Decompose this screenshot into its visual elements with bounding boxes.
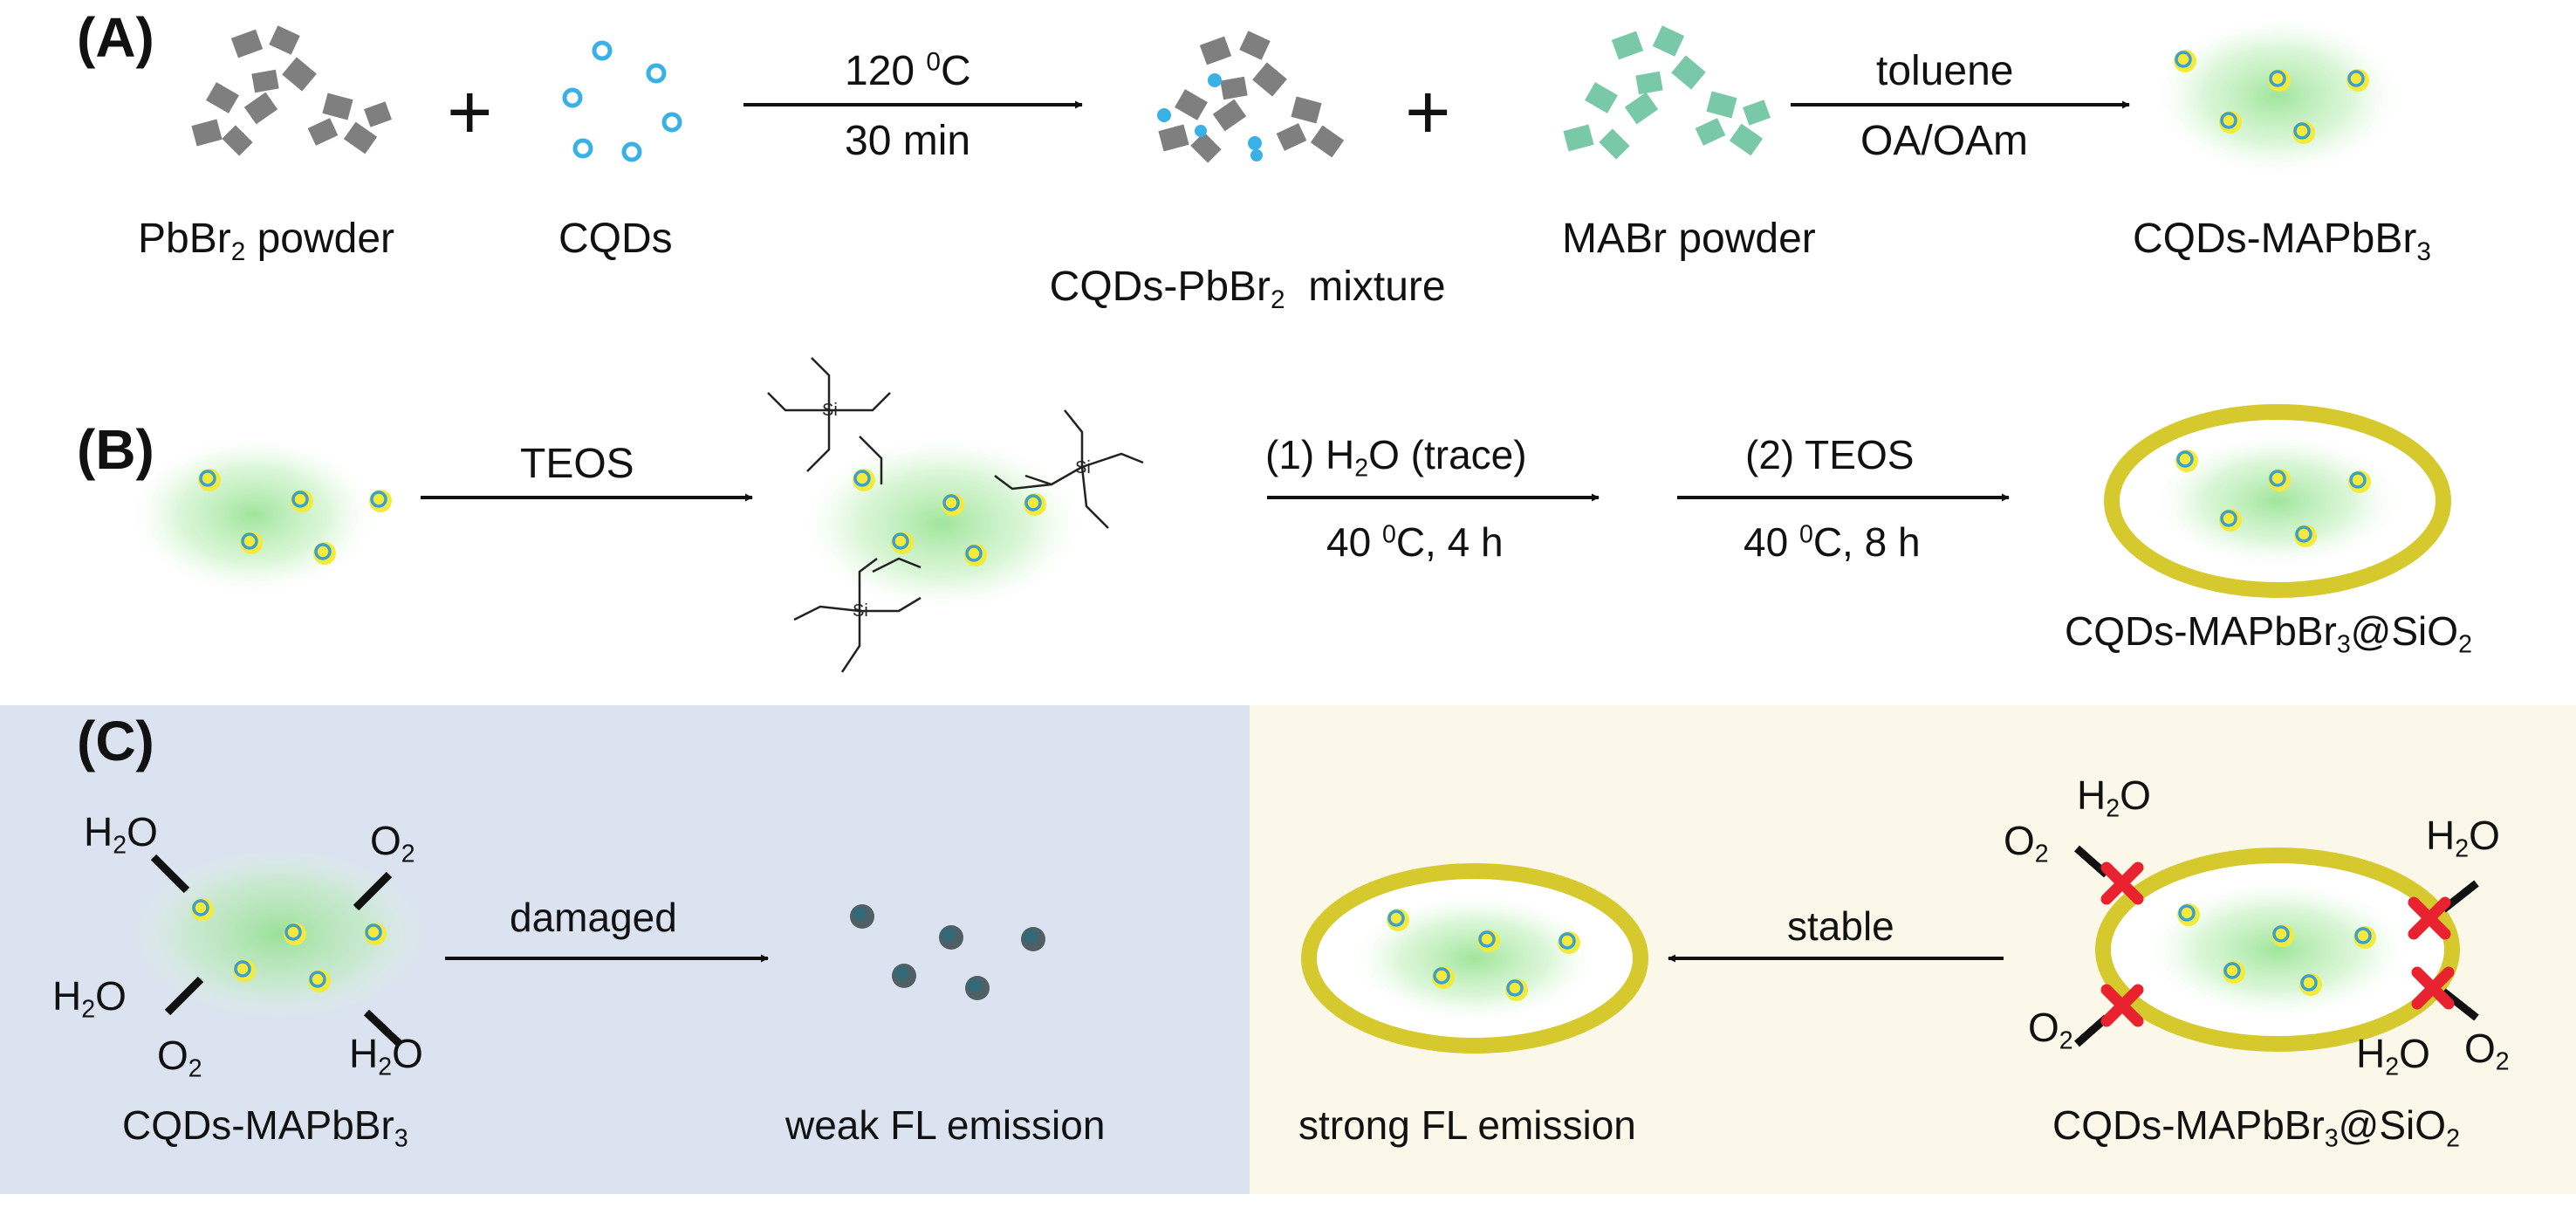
panel-label-b: (B) — [77, 418, 154, 481]
label-weak-fl-emission: weak FL emission — [785, 1102, 1106, 1148]
degraded-dots-icon — [850, 904, 1045, 1000]
label-strong-fl-emission: strong FL emission — [1298, 1102, 1636, 1148]
stable-encapsulated-icon — [1301, 863, 1648, 1054]
o2-label-bottom-left: O2 — [157, 1033, 202, 1083]
label-mabr-powder: MABr powder — [1562, 216, 1816, 262]
arrow-a2-top-label: toluene — [1876, 48, 2014, 94]
label-cqds-pbbr2-mixture: CQDs-PbBr2 mixture — [1049, 264, 1446, 314]
panel-label-c: (C) — [77, 710, 154, 772]
label-pbbr2-powder: PbBr2 powder — [138, 216, 395, 266]
protected-perovskite-icon — [2095, 848, 2460, 1052]
svg-text:Si: Si — [853, 601, 868, 621]
o2-label-right-top: O2 — [2004, 818, 2049, 868]
h2o-label-right-bottom: H2O — [2356, 1031, 2430, 1081]
o2-label-right-bottom: O2 — [2028, 1005, 2073, 1055]
arrow-b2-bottom-label: 40 0C, 4 h — [1326, 519, 1504, 565]
unprotected-perovskite-icon — [131, 847, 428, 1021]
arrow-b3-top-label: (2) TEOS — [1745, 432, 1915, 477]
cqds-icon — [565, 43, 680, 160]
h2o-label-far-right: H2O — [2426, 813, 2500, 863]
arrow-c1-label: damaged — [510, 895, 677, 940]
arrow-a1-top-label: 120 0C — [845, 47, 971, 94]
o2-label-far-right-bottom: O2 — [2464, 1026, 2510, 1076]
h2o-label-right-top: H2O — [2077, 772, 2151, 823]
plus-sign: + — [447, 69, 493, 156]
arrow-a1-bottom-label: 30 min — [845, 118, 971, 164]
label-cqds-mapbbr3: CQDs-MAPbBr3 — [2133, 216, 2431, 266]
h2o-label-left: H2O — [52, 973, 127, 1024]
panel-label-a: (A) — [77, 6, 154, 69]
cqds-mapbbr3-icon — [2155, 17, 2400, 175]
arrow-b3-bottom-label: 40 0C, 8 h — [1744, 519, 1921, 565]
o2-label-top-right: O2 — [370, 818, 415, 868]
plus-sign-2: + — [1405, 69, 1451, 156]
mabr-powder-icon — [1563, 25, 1771, 160]
arrow-b2-top-label: (1) H2O (trace) — [1265, 432, 1527, 483]
h2o-label-top-left: H2O — [84, 809, 158, 860]
cqds-mapbbr3-start-icon — [131, 436, 394, 594]
cqds-pbbr2-mixture-icon — [1157, 31, 1345, 163]
label-cqds-mapbbr3-unprotected: CQDs-MAPbBr3 — [122, 1102, 408, 1153]
svg-text:Si: Si — [1075, 458, 1091, 477]
label-cqds-mapbbr3-sio2-protected: CQDs-MAPbBr3@SiO2 — [2052, 1102, 2460, 1153]
cqds-mapbbr3-sio2-icon — [2104, 404, 2451, 598]
label-cqds: CQDs — [558, 216, 673, 262]
attack-arrows — [150, 854, 403, 1047]
arrow-b1-label: TEOS — [520, 441, 634, 487]
arrow-a2-bottom-label: OA/OAm — [1860, 118, 2029, 164]
pbbr2-powder-icon — [191, 25, 392, 156]
arrow-c2-label: stable — [1787, 903, 1894, 949]
svg-text:Si: Si — [822, 401, 838, 420]
label-cqds-mapbbr3-sio2: CQDs-MAPbBr3@SiO2 — [2065, 608, 2472, 659]
h2o-label-bottom-right: H2O — [349, 1031, 423, 1081]
teos-mixture-icon: Si Si Si — [767, 357, 1144, 673]
